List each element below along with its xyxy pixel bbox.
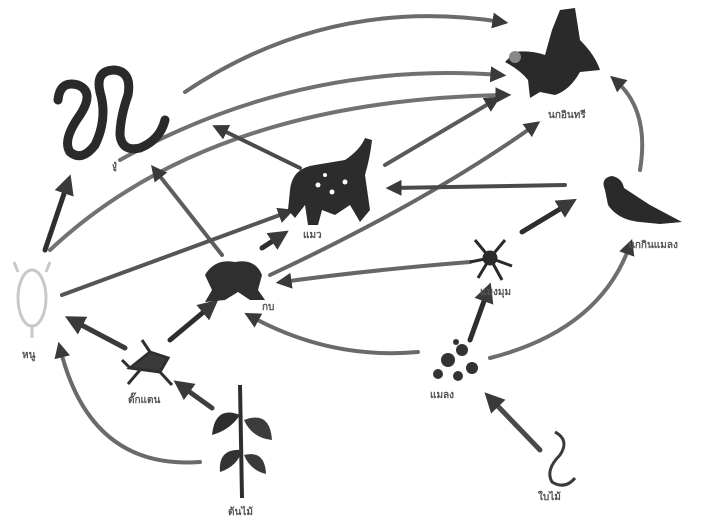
- label-grasshopper: ตั๊กแตน: [128, 393, 160, 408]
- label-spider: แมงมุม: [480, 285, 511, 300]
- mouse-icon: [14, 262, 50, 338]
- arrow-grasshopper-to-frog: [170, 305, 212, 340]
- arrow-spider-to-bird: [522, 203, 570, 232]
- label-plant: ต้นไม้: [228, 505, 253, 520]
- snake-icon: [58, 70, 165, 156]
- label-mouse: หนู: [22, 348, 35, 363]
- arrow-insect-to-bird: [490, 245, 630, 358]
- arrow-bird-to-eagle: [615, 80, 642, 170]
- arrow-plant-to-grasshopper: [180, 385, 212, 408]
- plant-icon: [212, 385, 272, 498]
- label-snake: งู: [112, 158, 117, 173]
- label-eagle: นกอินทรี: [548, 108, 586, 123]
- insect-icon: [433, 339, 478, 381]
- bird-icon: [604, 176, 682, 224]
- spider-icon: [470, 240, 512, 280]
- frog-icon: [205, 261, 265, 302]
- arrow-bird-to-wildcat: [392, 185, 565, 188]
- arrow-frog-to-snake: [155, 170, 222, 255]
- arrow-insect-to-frog: [250, 316, 418, 353]
- arrow-spider-to-frog: [282, 262, 470, 282]
- arrow-frog-to-wildcat: [262, 235, 282, 248]
- grasshopper-icon: [122, 340, 172, 385]
- wildcat-icon: [288, 138, 372, 225]
- label-leaf: ใบไม้: [538, 490, 561, 505]
- label-bird: นกกินแมลง: [628, 238, 678, 253]
- label-frog: กบ: [262, 300, 274, 315]
- arrow-wildcat-to-eagle: [385, 100, 495, 165]
- eagle-icon: [505, 8, 600, 98]
- arrow-leaf-to-insect: [490, 398, 540, 450]
- arrow-mouse-to-snake: [45, 182, 68, 250]
- arrow-wildcat-to-snake: [218, 128, 300, 168]
- label-wildcat: แมว: [303, 228, 322, 243]
- leaf-icon: [550, 432, 575, 485]
- arrow-grasshopper-to-mouse: [72, 320, 125, 348]
- label-insect: แมลง: [430, 388, 454, 403]
